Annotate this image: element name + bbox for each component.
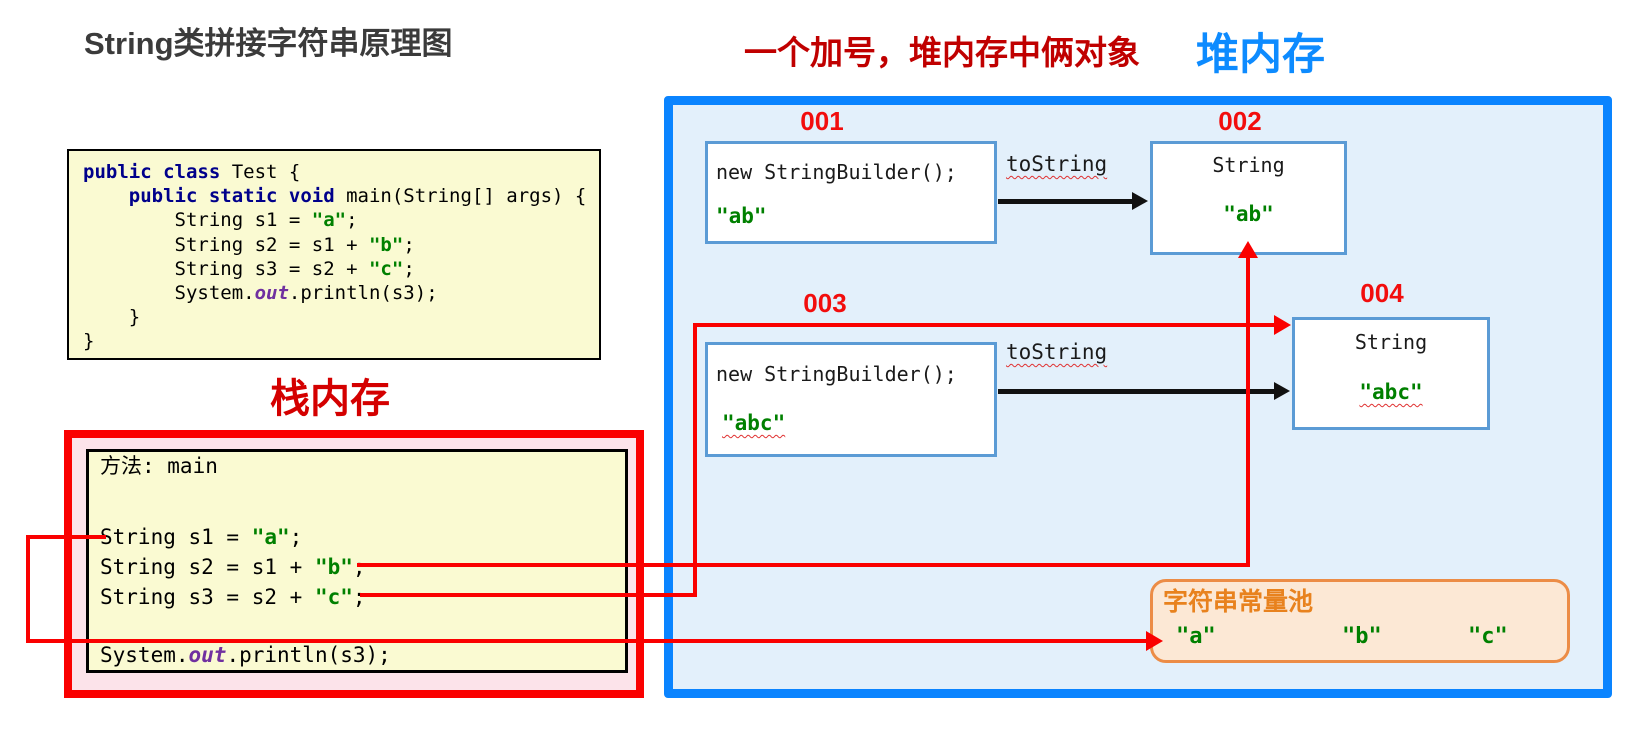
string-constant-pool-title: 字符串常量池 <box>1163 588 1314 616</box>
object-002-label: 002 <box>1218 106 1262 136</box>
stack-frame-box <box>86 449 628 673</box>
object-001-box: new StringBuilder(); "ab" <box>705 141 997 244</box>
pool-literal-b: "b" <box>1342 624 1382 649</box>
tostring-arrow-2-shaft <box>998 389 1276 394</box>
connector-s2-arrowhead <box>1238 241 1258 258</box>
object-004-value: "abc" <box>1359 380 1423 404</box>
tostring-arrow-1-head <box>1132 192 1148 210</box>
stack-statement-s1: String s1 = "a"; <box>100 525 303 549</box>
object-001-label: 001 <box>800 106 844 136</box>
object-003-text: new StringBuilder(); <box>716 362 957 386</box>
page-title: String类拼接字符串原理图 <box>84 26 453 61</box>
connector-s3-horizontal-segment <box>360 593 697 597</box>
object-004-label: 004 <box>1360 278 1404 308</box>
object-001-text: new StringBuilder(); <box>716 160 957 184</box>
connector-s1-left-segment <box>26 535 106 539</box>
object-004-box: String "abc" <box>1292 317 1490 430</box>
connector-s3-vertical-segment <box>693 323 697 597</box>
object-002-value: "ab" <box>1223 202 1274 226</box>
connector-s3-top-segment <box>693 323 1276 327</box>
connector-s1-arrowhead <box>1146 631 1163 651</box>
object-003-label: 003 <box>803 288 847 318</box>
stack-statement-s2: String s2 = s1 + "b"; <box>100 555 366 579</box>
java-source-code-box: public class Test { public static void m… <box>67 149 601 360</box>
string-constant-pool-box <box>1150 579 1570 663</box>
object-001-value: "ab" <box>716 204 767 228</box>
object-002-box: String "ab" <box>1150 141 1347 255</box>
stack-statement-print: System.out.println(s3); <box>100 643 391 667</box>
object-004-text: String <box>1354 330 1428 354</box>
connector-s1-bottom-segment <box>26 639 1148 643</box>
stack-statement-s3: String s3 = s2 + "c"; <box>100 585 366 609</box>
connector-s2-horizontal-segment <box>357 563 1250 567</box>
connector-s1-down-segment <box>26 535 30 643</box>
tostring-arrow-1-shaft <box>998 199 1134 204</box>
java-source-code-lines: public class Test { public static void m… <box>83 161 587 353</box>
object-002-text: String <box>1212 153 1285 177</box>
heap-memory-label: 堆内存 <box>1196 31 1325 79</box>
pool-literal-c: "c" <box>1468 624 1508 649</box>
object-003-value: "abc" <box>722 411 786 435</box>
connector-s3-arrowhead <box>1274 315 1291 335</box>
heap-note-heading: 一个加号，堆内存中俩对象 <box>744 34 1140 71</box>
pool-literal-a: "a" <box>1176 624 1216 649</box>
connector-s2-vertical-segment <box>1246 257 1250 567</box>
object-003-box: new StringBuilder(); "abc" <box>705 342 997 457</box>
tostring-label-1: toString <box>1006 152 1108 176</box>
stack-memory-label: 栈内存 <box>270 377 390 421</box>
tostring-arrow-2-head <box>1274 382 1290 400</box>
tostring-label-2: toString <box>1006 340 1108 364</box>
stack-frame-method-line: 方法: main <box>100 454 218 478</box>
